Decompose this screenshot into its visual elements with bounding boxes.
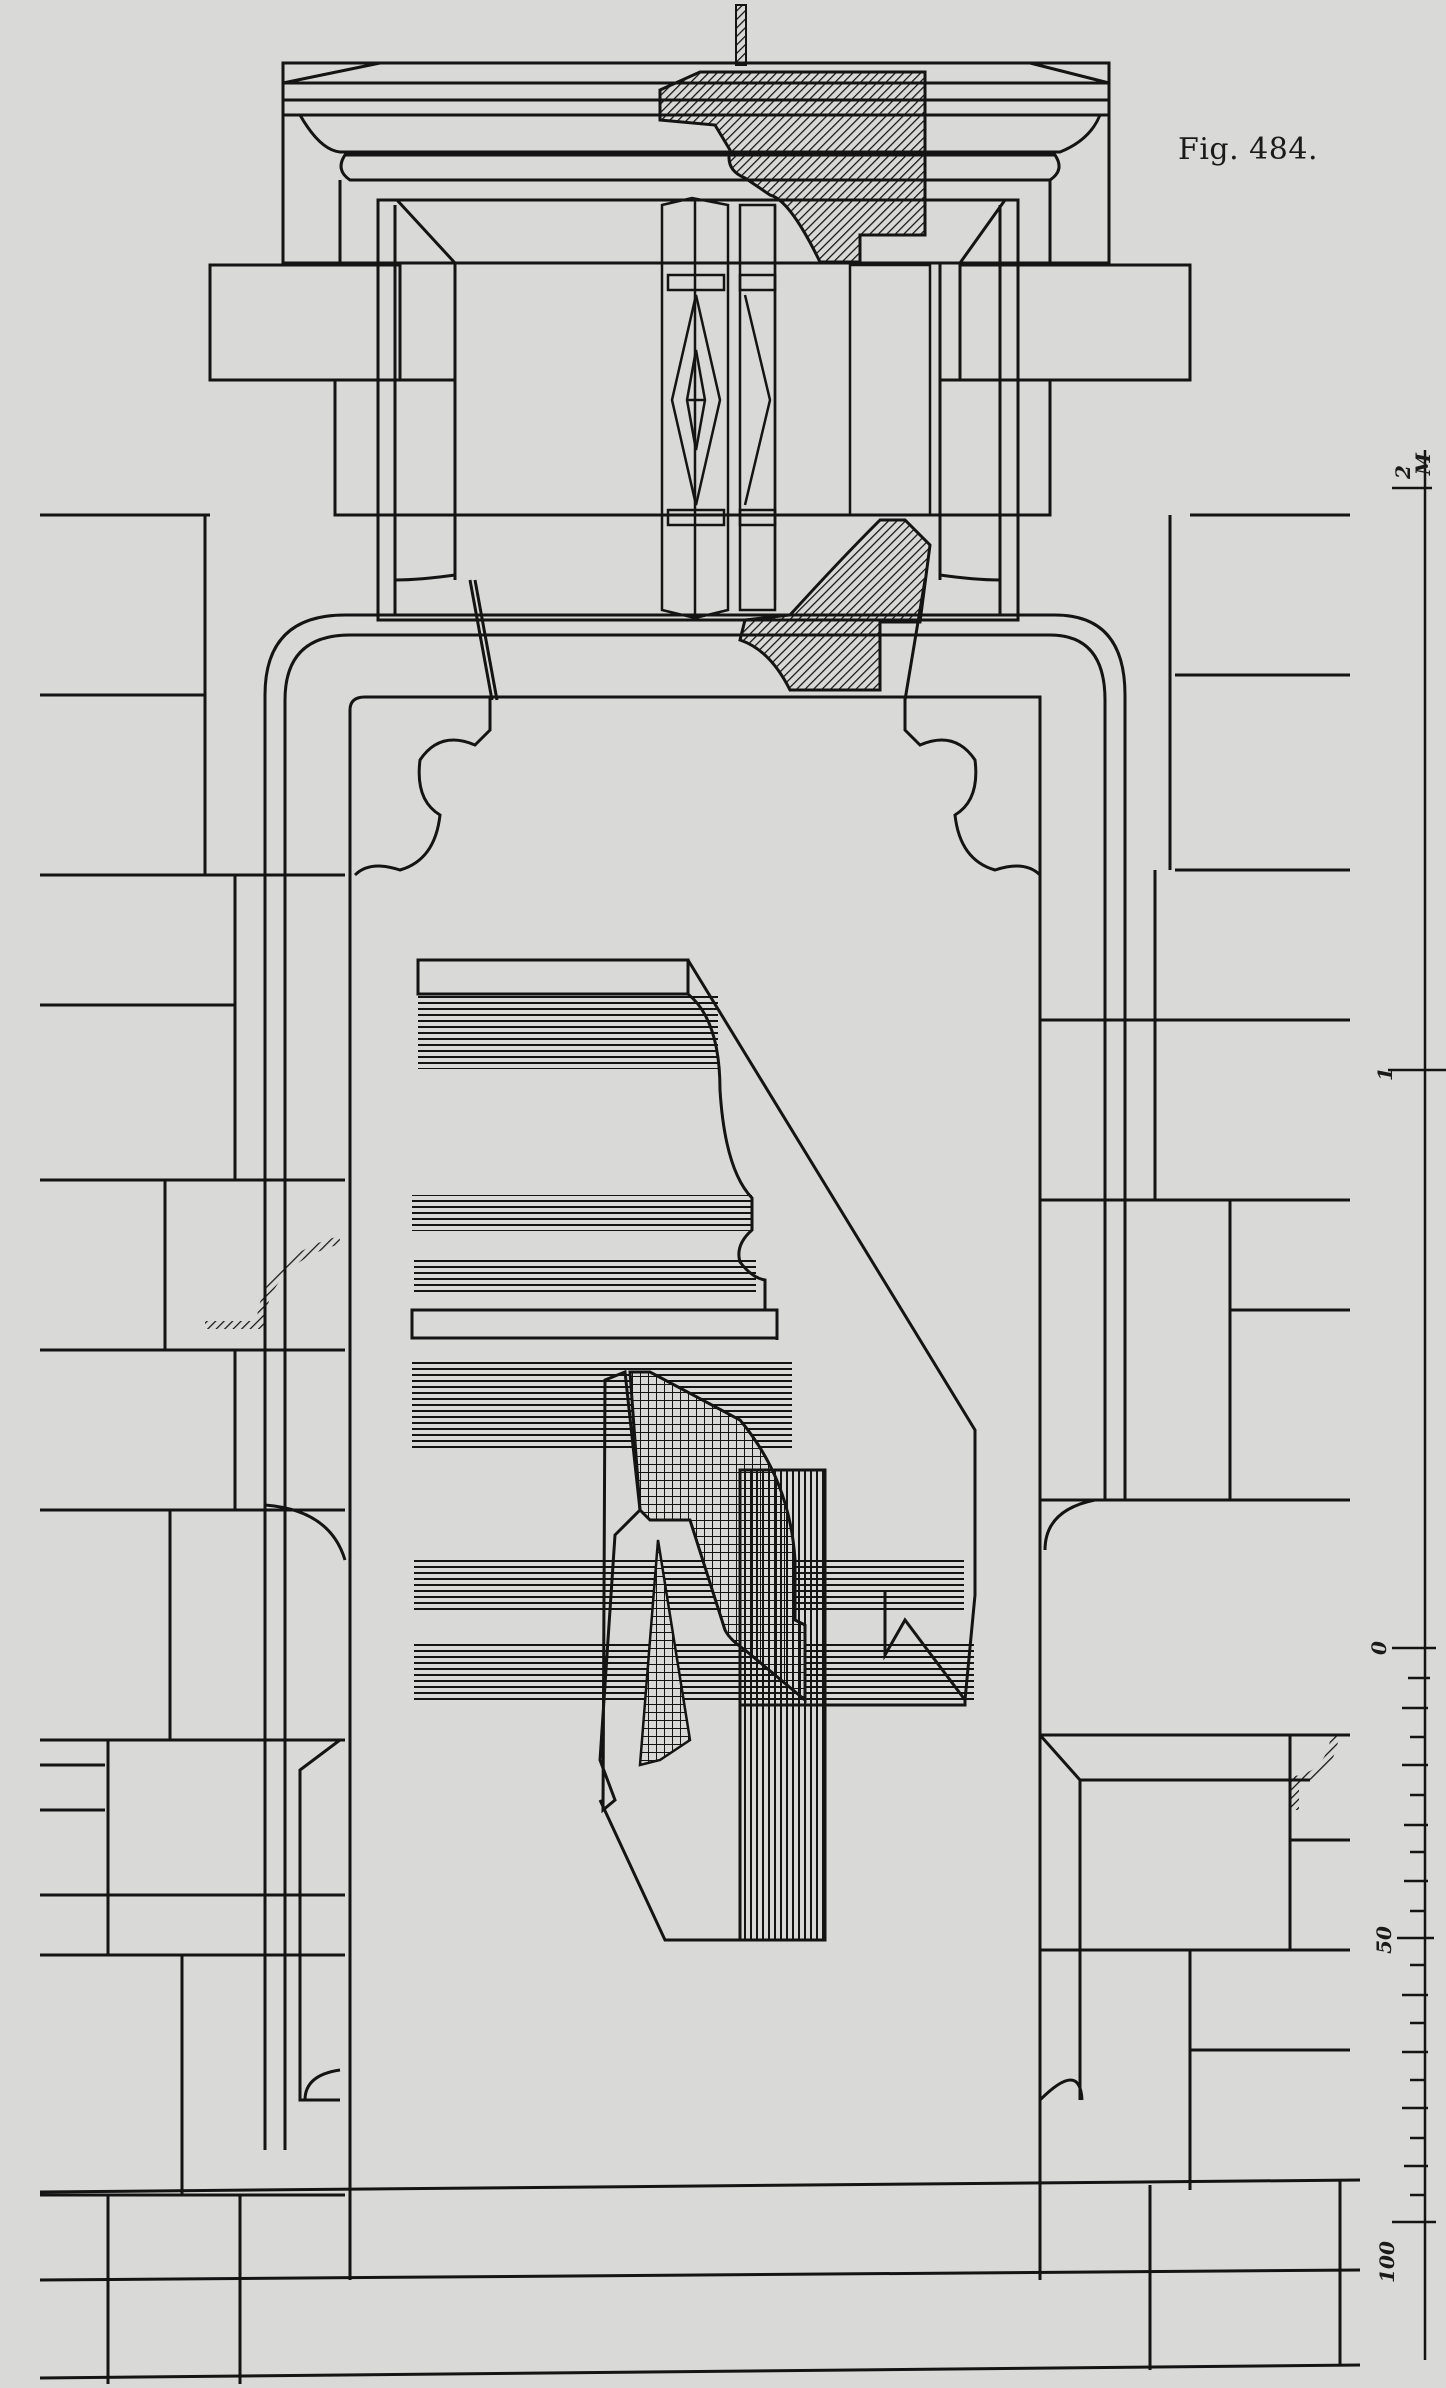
base-courses	[39, 2178, 1361, 2380]
scale-label-1: 1	[1372, 1067, 1397, 1081]
sill-detail-perspective	[410, 958, 977, 1942]
head-profile	[738, 518, 932, 692]
upper-masonry	[208, 263, 1192, 517]
window-reveal	[263, 579, 1127, 2280]
scale-label-0: 0	[1366, 1641, 1391, 1655]
left-masonry	[40, 513, 347, 2384]
scale-label-50: 50	[1371, 1926, 1396, 1954]
scale-label-100: 100	[1374, 2241, 1399, 2283]
roof-stub	[735, 4, 747, 66]
mullion	[660, 196, 932, 620]
scale-unit-label: M	[1411, 452, 1436, 476]
figure-caption: Fig. 484.	[1178, 132, 1318, 167]
right-masonry	[1038, 513, 1350, 2190]
scale-bar	[1388, 450, 1446, 2360]
